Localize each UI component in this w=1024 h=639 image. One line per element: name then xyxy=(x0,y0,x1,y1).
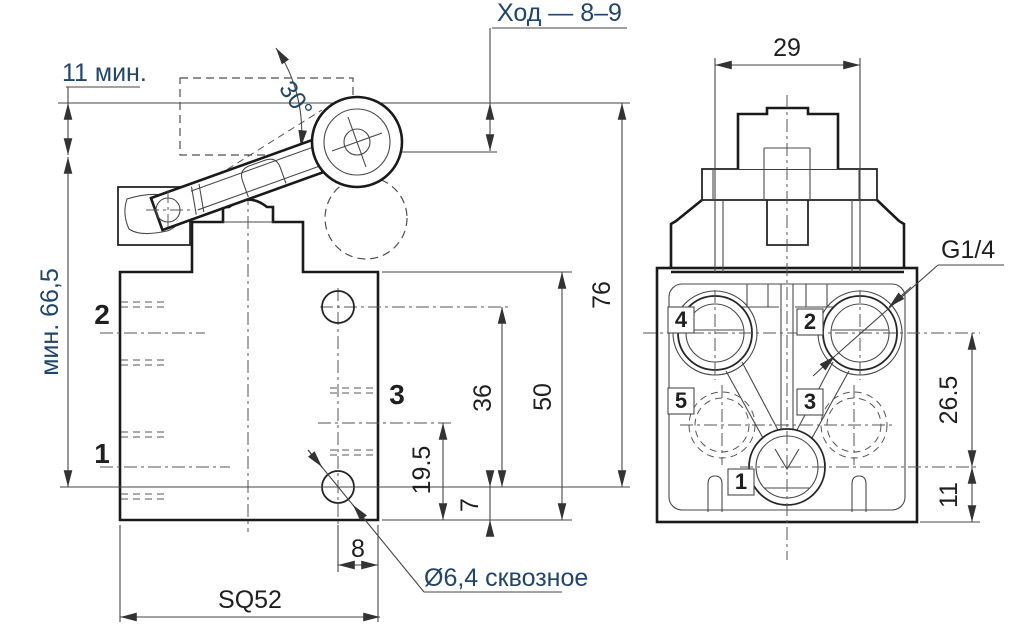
angle-label: 30° xyxy=(273,76,318,123)
side-port-1-label: 1 xyxy=(94,438,110,469)
dim-76-label: 76 xyxy=(588,281,616,309)
tag-port-1: 1 xyxy=(735,469,747,494)
dim-7-label: 7 xyxy=(456,498,484,512)
dim-195-label: 19.5 xyxy=(408,446,436,495)
pocket-slot-right xyxy=(851,475,867,512)
roller-pressed-position xyxy=(324,176,408,260)
dim-36-label: 36 xyxy=(469,384,497,412)
pocket-slot-left xyxy=(707,475,723,512)
tag-port-5: 5 xyxy=(675,388,687,413)
y-channel xyxy=(725,284,850,447)
side-port-3-label: 3 xyxy=(389,379,405,410)
thread-callout-label: G1/4 xyxy=(941,236,995,264)
bottom-view: 4 2 5 3 1 29 G1/4 26.5 xyxy=(643,34,1004,560)
port-number-tags: 4 2 5 3 1 xyxy=(667,306,824,496)
bottom-view-dimensions: 29 G1/4 26.5 11 xyxy=(714,34,1004,523)
dim-8-label: 8 xyxy=(351,535,365,563)
side-port-centerlines xyxy=(100,168,512,572)
actuator-head-front xyxy=(669,106,906,272)
side-view-dimensions: Ход — 8–9 11 мин. мин. 66,5 76 50 36 xyxy=(36,0,630,622)
dim-sq52-label: SQ52 xyxy=(218,586,282,614)
dim-min665-label: мин. 66,5 xyxy=(36,268,64,376)
dim-11min-label: 11 мин. xyxy=(62,59,147,87)
dim-265-label: 26.5 xyxy=(935,376,963,425)
stroke-dimension-label: Ход — 8–9 xyxy=(497,0,622,27)
side-view: 30° Ход — 8–9 xyxy=(36,0,630,622)
dim-11-label: 11 xyxy=(935,482,963,508)
tag-port-4: 4 xyxy=(675,307,688,332)
dim-50-label: 50 xyxy=(529,383,557,411)
side-port-thread-lines xyxy=(121,301,376,500)
dim-29-label: 29 xyxy=(773,34,801,62)
mounting-hole-upper xyxy=(321,290,355,324)
side-port-2-label: 2 xyxy=(94,299,110,330)
hole-callout-label: Ø6,4 сквозное xyxy=(424,564,588,592)
tag-port-2: 2 xyxy=(804,309,816,334)
tag-port-3: 3 xyxy=(804,389,816,414)
roller xyxy=(310,95,404,189)
